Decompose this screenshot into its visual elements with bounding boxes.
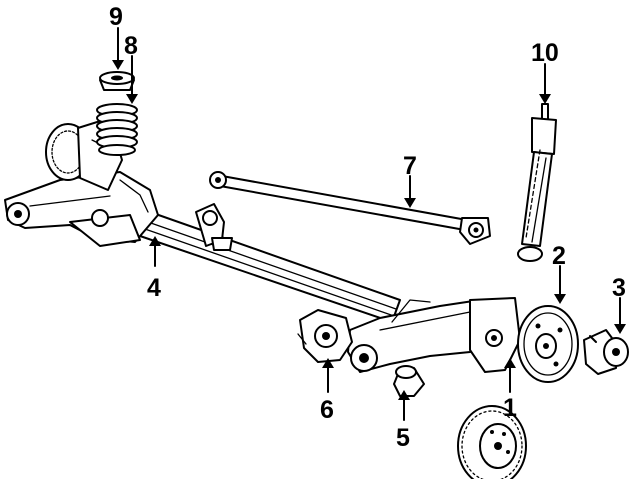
callout-1: 1 — [503, 394, 517, 422]
left-trailing-arm — [4, 171, 159, 247]
right-trailing-arm — [347, 297, 521, 373]
callout-6: 6 — [320, 396, 334, 424]
callout-8: 8 — [124, 32, 138, 60]
track-bar-bracket — [195, 203, 233, 251]
coil-spring — [96, 103, 138, 156]
callout-2: 2 — [552, 242, 566, 270]
shock-absorber — [517, 103, 557, 262]
leader-lines — [112, 27, 626, 421]
bushing — [393, 365, 425, 397]
callout-7: 7 — [403, 152, 417, 180]
callout-3: 3 — [612, 274, 626, 302]
bushing-bracket — [297, 309, 353, 363]
backing-plate — [517, 305, 579, 383]
brake-drum — [457, 405, 527, 479]
track-bar — [209, 171, 491, 245]
hub-bearing — [583, 329, 629, 375]
spring-insulator — [99, 71, 135, 91]
axle-beam — [139, 211, 401, 323]
callout-9: 9 — [109, 3, 123, 31]
callout-5: 5 — [396, 424, 410, 452]
callout-4: 4 — [147, 274, 161, 302]
callout-10: 10 — [531, 39, 559, 67]
